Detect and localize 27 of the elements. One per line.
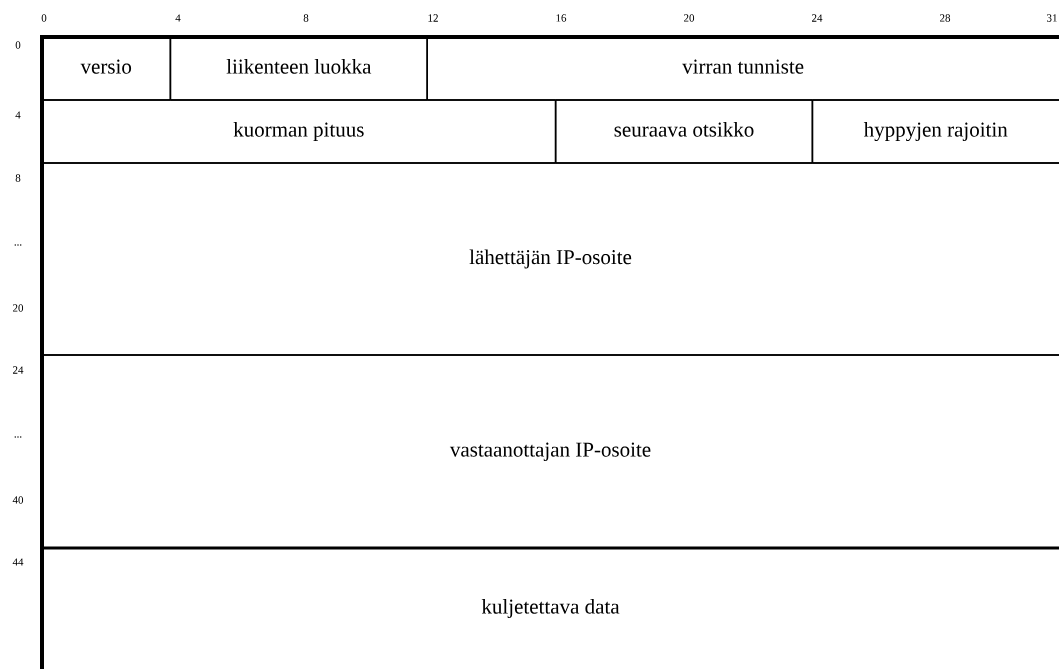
node-label: kuljetettava data <box>481 598 620 618</box>
bit-number: 4 <box>175 14 181 22</box>
bit-number: 12 <box>428 14 438 22</box>
bit-number: 24 <box>812 14 823 22</box>
bit-number: 24 <box>13 366 24 374</box>
field-box: vastaanottajan IP-osoite <box>41 354 1059 549</box>
node-label: versio <box>80 59 132 74</box>
field-box: virran tunniste <box>426 36 1059 101</box>
bit-number: 44 <box>12 558 24 566</box>
bit-number: ... <box>14 436 22 438</box>
bit-number: 16 <box>556 14 567 22</box>
field-box: seuraava otsikko <box>554 99 814 164</box>
bit-number: 40 <box>12 496 24 504</box>
bit-number: 20 <box>13 304 24 312</box>
bit-number: 20 <box>684 14 695 22</box>
field-box: liikenteen luokka <box>169 36 428 101</box>
field-box: lähettäjän IP-osoite <box>41 162 1059 356</box>
bit-number: 8 <box>15 174 21 182</box>
bit-number: 31 <box>1047 14 1057 22</box>
bit-number: ... <box>14 244 22 246</box>
field-box: hyppyjen rajoitin <box>811 99 1059 164</box>
bit-number: 8 <box>303 14 309 22</box>
bit-number: 4 <box>15 111 21 119</box>
field-box: kuorman pituus <box>41 99 557 164</box>
bit-number: 0 <box>15 41 21 49</box>
bit-number: 0 <box>41 14 47 22</box>
bit-number: 28 <box>940 14 951 22</box>
